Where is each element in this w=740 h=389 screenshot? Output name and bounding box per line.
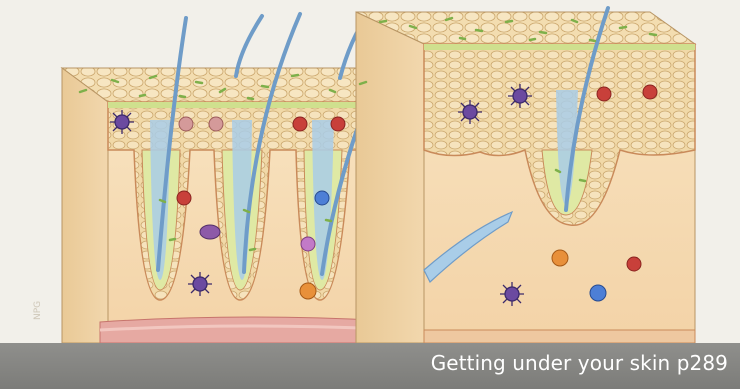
svg-text:NPG: NPG (33, 301, 43, 320)
skin-illustration: NPG (0, 0, 740, 343)
caption-link[interactable]: Getting under your skin p289 (431, 351, 728, 375)
right-skin-block (356, 12, 695, 343)
